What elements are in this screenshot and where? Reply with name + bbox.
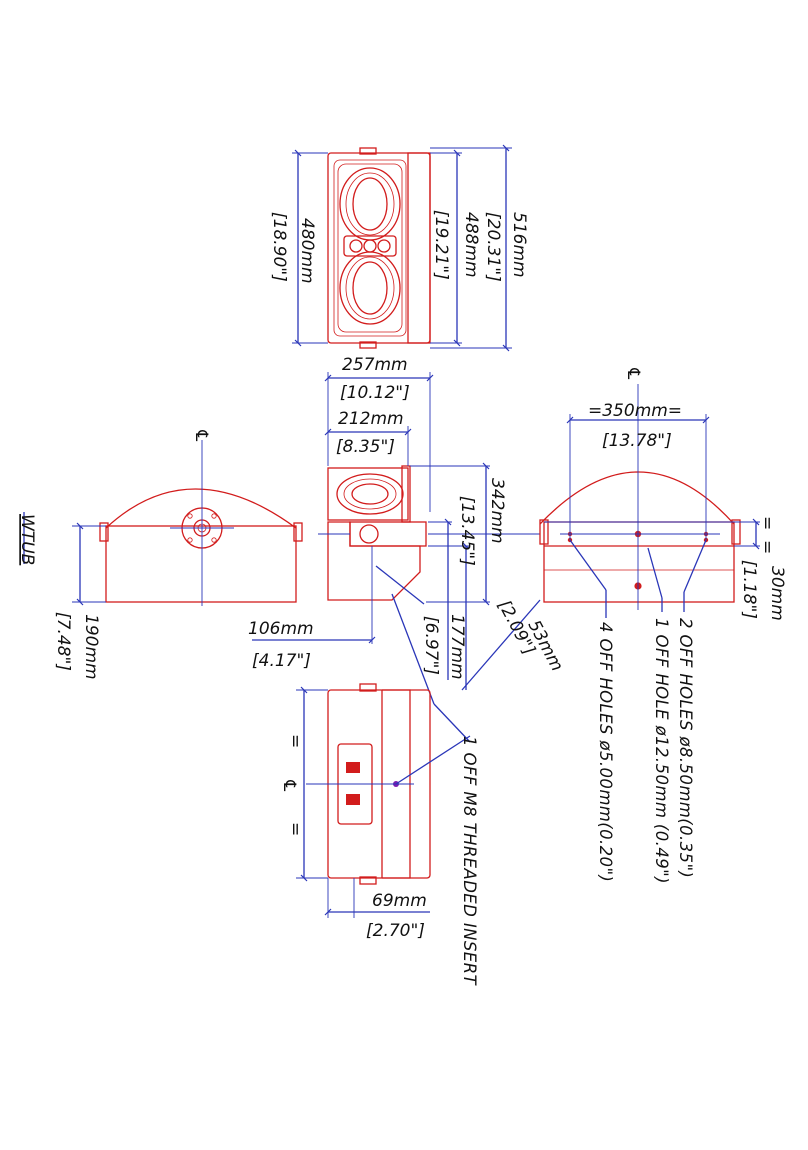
- note-m8-insert: 1 OFF M8 THREADED INSERT: [460, 736, 479, 986]
- d190-mm: 190mm: [81, 614, 101, 680]
- h342-mm: 342mm: [487, 478, 507, 544]
- w480-mm: 480mm: [297, 218, 317, 284]
- d69-mm: 69mm: [372, 891, 427, 911]
- equal-mark-right-1: =: [757, 516, 777, 530]
- d177-in: [6.97"]: [421, 616, 441, 675]
- d212-mm: 212mm: [338, 409, 404, 429]
- w516-in: [20.31"]: [483, 212, 503, 282]
- left-end-view: [99, 488, 303, 603]
- equal-mark-bottom-2: =: [285, 822, 305, 836]
- front-view-dimensions: [292, 144, 512, 352]
- front-view: [327, 147, 431, 349]
- d257-mm: 257mm: [342, 355, 408, 375]
- d350-in: [13.78"]: [602, 431, 672, 451]
- w516-mm: 516mm: [509, 212, 529, 278]
- h342-in: [13.45"]: [457, 496, 477, 566]
- d190-in: [7.48"]: [53, 612, 73, 671]
- note-holes-8-50: 2 OFF HOLES ø8.50mm(0.35"): [676, 618, 695, 878]
- w488-mm: 488mm: [461, 212, 481, 278]
- note-holes-5-00: 4 OFF HOLES ø5.00mm(0.20"): [596, 622, 615, 882]
- d30-in: [1.18"]: [739, 560, 759, 619]
- equal-mark-right-2: =: [757, 540, 777, 554]
- d257-in: [10.12"]: [340, 383, 410, 403]
- drawing-title: WTUB: [17, 514, 37, 565]
- left-end-dimensions: [23, 440, 234, 606]
- left-centerline-symbol: ℄: [191, 428, 211, 443]
- bottom-centerline-symbol: ℄: [279, 778, 299, 793]
- right-end-dimensions: [544, 384, 760, 618]
- side-view-dimensions: [252, 372, 541, 743]
- w480-in: [18.90"]: [269, 212, 289, 282]
- d177-mm: 177mm: [447, 614, 467, 680]
- equal-mark-bottom-1: =: [285, 734, 305, 748]
- d30-mm: 30mm: [767, 566, 787, 621]
- d106-mm: 106mm: [248, 619, 314, 639]
- right-centerline-symbol: ℄: [623, 366, 643, 381]
- d106-in: [4.17"]: [252, 651, 311, 671]
- note-hole-12-50: 1 OFF HOLE ø12.50mm (0.49"): [652, 618, 671, 884]
- d350-mm: =350mm=: [588, 401, 682, 421]
- d69-in: [2.70"]: [366, 921, 425, 941]
- side-view: [327, 465, 427, 601]
- d212-in: [8.35"]: [336, 437, 395, 457]
- bottom-view-dimensions: [296, 686, 471, 918]
- w488-in: [19.21"]: [431, 210, 451, 280]
